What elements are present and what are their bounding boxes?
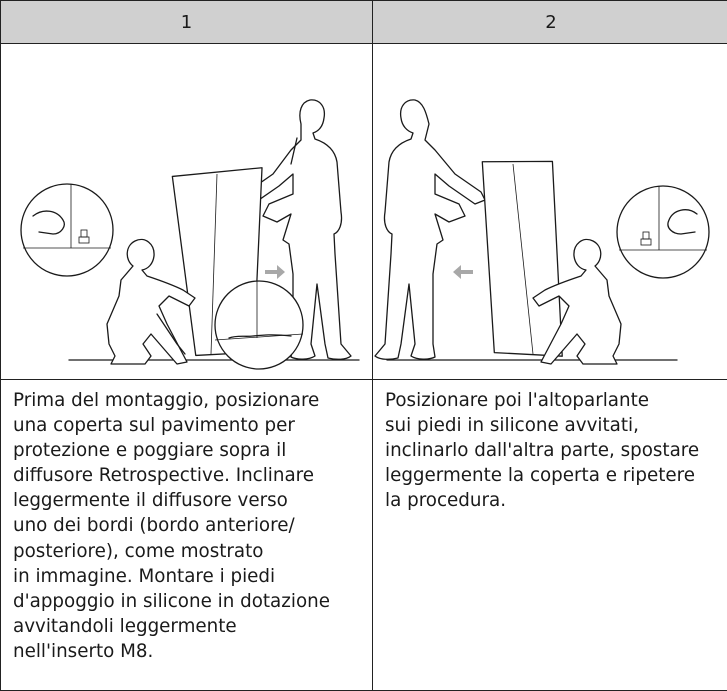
direction-arrow-icon: [453, 265, 473, 279]
detail-zoom-circle-right: [616, 185, 710, 279]
step-2-description-cell: Posizionare poi l'altoparlante sui piedi…: [372, 379, 727, 691]
kneeling-person-figure: [532, 238, 622, 365]
detail-zoom-circle-left: [20, 183, 114, 277]
standing-person-figure: [242, 99, 352, 360]
step-1-drawing: [20, 99, 360, 370]
step-2-number: 2: [372, 0, 727, 44]
step-1-number: 1: [0, 0, 373, 44]
kneeling-person-figure: [106, 238, 196, 365]
step-2-description: Posizionare poi l'altoparlante sui piedi…: [385, 390, 700, 512]
speaker-cabinet-drawing: [481, 160, 563, 357]
detail-zoom-circle-bottom: [214, 280, 304, 370]
step-2-drawing: [374, 99, 710, 365]
standing-person-figure: [374, 99, 486, 360]
step-1-illustration: [0, 43, 373, 380]
step-1-description-cell: Prima del montaggio, posizionare una cop…: [0, 379, 373, 691]
step-1-description: Prima del montaggio, posizionare una cop…: [13, 390, 330, 662]
step-2-illustration: [372, 43, 727, 380]
direction-arrow-icon: [265, 265, 285, 279]
